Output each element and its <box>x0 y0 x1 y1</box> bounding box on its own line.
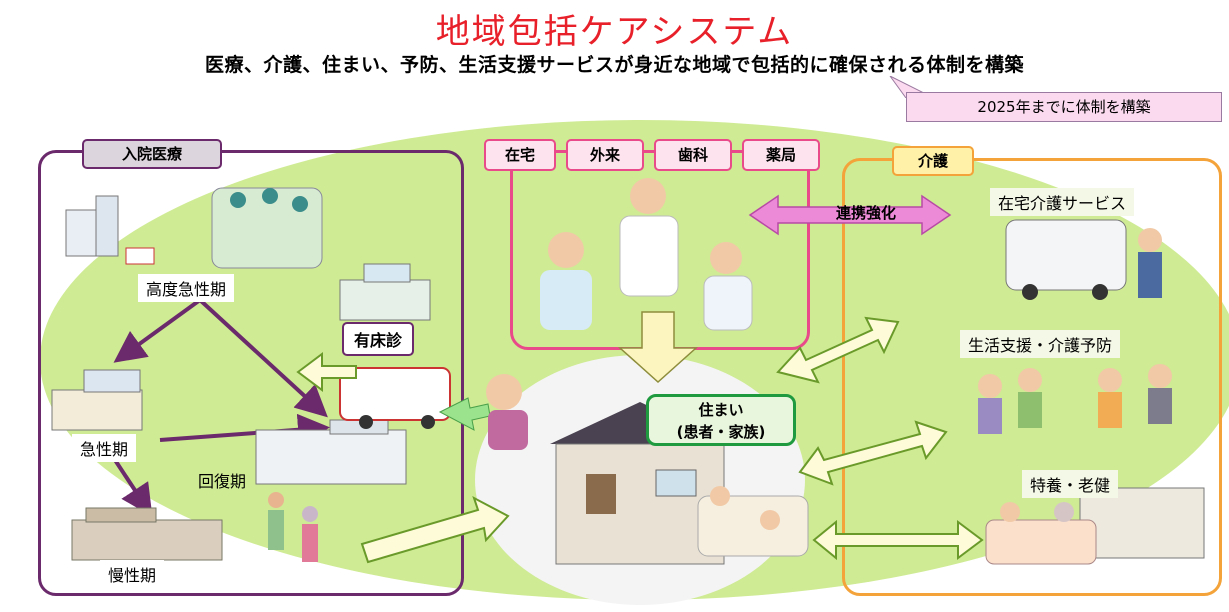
house-icon <box>550 402 730 565</box>
clinic-with-beds-icon <box>339 263 431 321</box>
link-strengthen-label: 連携強化 <box>835 204 896 222</box>
nursing-home-icon <box>985 487 1205 565</box>
hospital-high-acute-icon <box>65 187 323 269</box>
page-title: 地域包括ケアシステム <box>435 12 794 52</box>
clinic-with-beds-label: 有床診 <box>342 322 415 356</box>
clinic-tab-pharmacy: 薬局 <box>742 139 820 171</box>
care-home-service-label: 在宅介護サービス <box>990 188 1135 216</box>
care-prevention-label: 生活支援・介護予防 <box>960 330 1121 358</box>
link-strengthen-arrow <box>748 194 952 236</box>
hospital-chronic-icon <box>71 507 223 561</box>
clinic-staff-icon <box>540 178 753 331</box>
elderly-patient-icon <box>486 374 528 450</box>
ambulance-icon <box>339 367 451 429</box>
home-label: 住まい <box>698 401 744 419</box>
stage-chronic-label: 慢性期 <box>100 560 165 588</box>
home-care-arrows <box>776 316 984 561</box>
hospital-home-arrows <box>296 352 510 564</box>
hospital-frame <box>38 150 464 596</box>
care-section-label: 介護 <box>892 146 974 176</box>
hospital-section-label: 入院医療 <box>82 139 222 169</box>
hospital-recovery-icon <box>255 419 407 485</box>
clinic-tab-outpatient: 外来 <box>566 139 644 171</box>
clinic-to-home-arrow <box>618 311 698 384</box>
home-sublabel: (患者・家族) <box>676 423 766 441</box>
stage-recovery-label: 回復期 <box>198 472 247 491</box>
stage-acute-label: 急性期 <box>72 434 137 462</box>
stage-high-acute-label: 高度急性期 <box>138 274 235 302</box>
hospital-acute-icon <box>51 369 143 431</box>
care-facility-label: 特養・老健 <box>1022 470 1119 498</box>
home-to-clinic-arrow <box>438 397 491 431</box>
page-subtitle: 医療、介護、住まい、予防、生活支援サービスが身近な地域で包括的に確保される体制を… <box>204 54 1024 76</box>
walking-rehab-icon <box>268 492 318 562</box>
care-frame <box>842 158 1222 596</box>
clinic-tab-dental: 歯科 <box>654 139 732 171</box>
home-residence-box: 住まい (患者・家族) <box>646 394 796 446</box>
home-care-van-icon <box>1005 219 1162 300</box>
clinic-tab-home-care: 在宅 <box>484 139 556 171</box>
deadline-callout: 2025年までに体制を構築 <box>906 92 1222 122</box>
prevention-exercise-icon <box>978 364 1172 434</box>
home-visit-icon <box>697 486 809 557</box>
